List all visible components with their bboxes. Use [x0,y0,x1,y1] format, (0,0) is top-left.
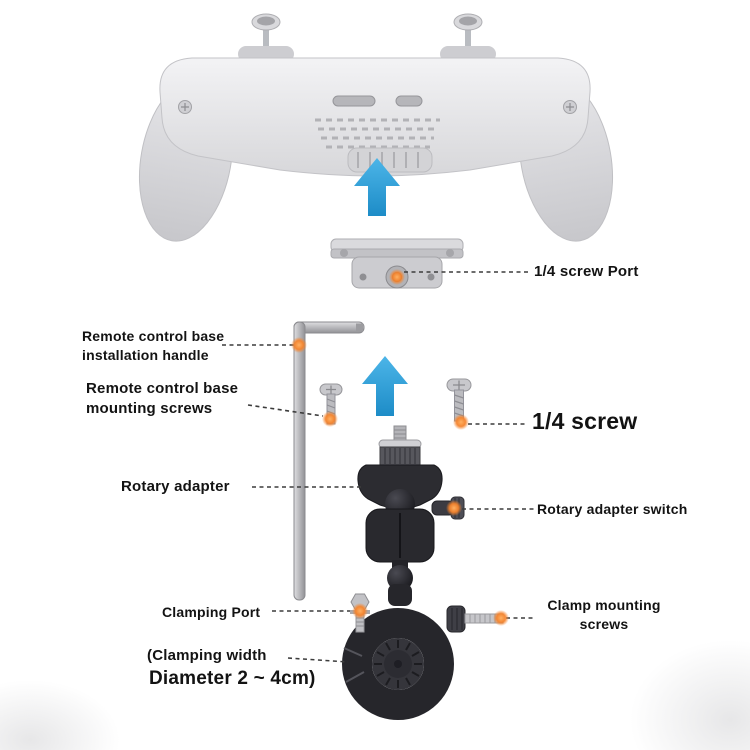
label-clamp-mounting-screws-line2: screws [579,616,629,632]
label-clamp-mounting-screws: Clamp mounting screws [538,596,670,634]
label-mounting-screws: Remote control base mounting screws [86,379,238,419]
usb-port [332,95,376,107]
label-clamp-mounting-screws-line1: Clamp mounting [547,597,661,613]
label-clamping-port: Clamping Port [162,604,261,620]
up-arrow-icon [362,356,408,416]
label-mounting-screws-line1: Remote control base [86,380,239,397]
body-screw-right [563,100,577,114]
up-arrow-icon [354,158,400,216]
label-rotary-adapter: Rotary adapter [121,478,230,495]
allen-wrench [293,321,365,601]
control-stick-left [251,13,281,66]
vent-grille [315,118,440,149]
vignette-bottom-right [630,640,750,750]
clamp-bar-hole [374,640,422,688]
label-rotary-adapter-switch: Rotary adapter switch [537,501,688,517]
leader-lines [222,271,534,663]
control-stick-right [453,13,483,66]
body-screw-left [178,100,192,114]
rotary-adapter [357,425,465,591]
base-mounting-screw [319,383,343,425]
controller-body [159,57,591,177]
aux-port [395,95,423,107]
label-install-handle-line1: Remote control base [82,328,225,344]
vignette-bottom-left [0,680,120,750]
label-install-handle: Remote control base installation handle [82,327,224,365]
label-clamping-width-line1: (Clamping width [147,647,267,664]
mount-boss [347,147,433,173]
remote-controller [138,13,614,242]
highlight-dots [291,269,509,626]
label-quarter-screw-port: 1/4 screw Port [534,263,639,280]
label-clamping-width-line2: Diameter 2 ~ 4cm) [149,668,316,689]
label-quarter-screw: 1/4 screw [532,408,638,434]
handlebar-clamp [342,584,504,720]
label-mounting-screws-line2: mounting screws [86,400,213,417]
label-install-handle-line2: installation handle [82,347,209,363]
